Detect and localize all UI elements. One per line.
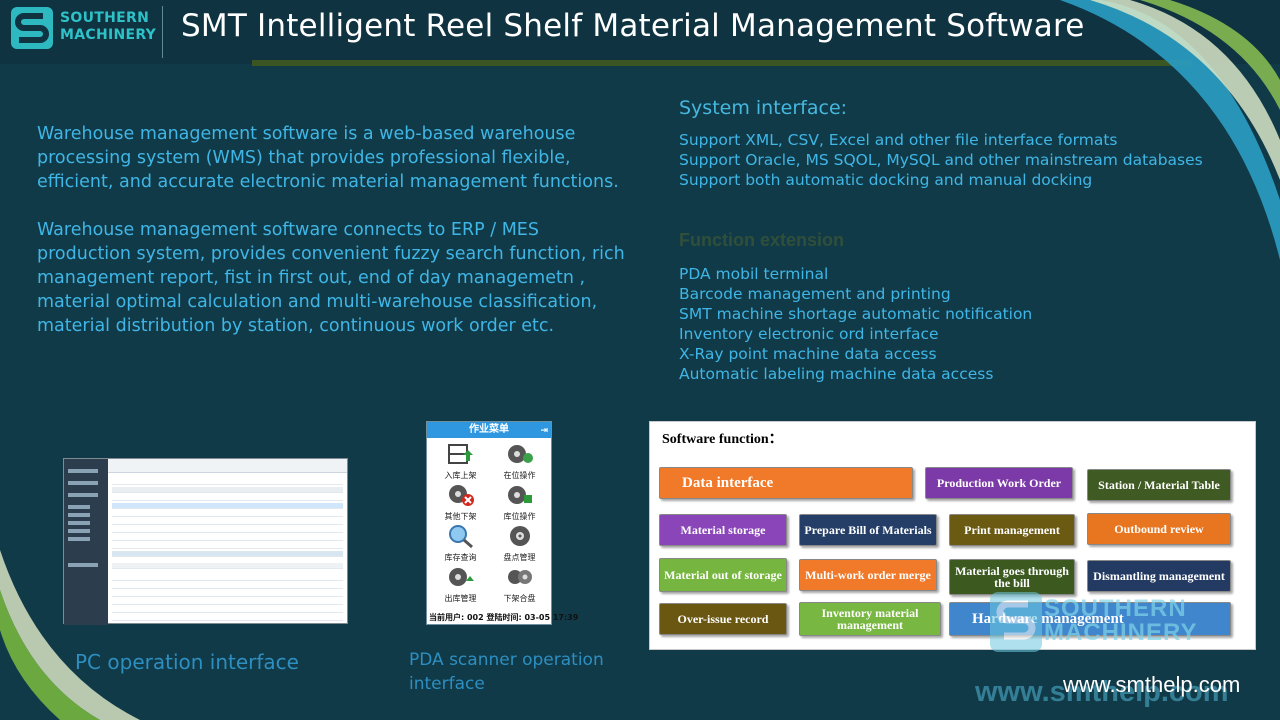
pda-caption: PDA scanner operation interface: [409, 650, 604, 694]
reel-location-icon: [507, 486, 532, 504]
module-multi-work-order-merge: Multi-work order merge: [799, 559, 937, 591]
pda-status-bar: 当前用户: 002 登陆时间: 03-05 17:39: [429, 613, 579, 622]
list-item: Barcode management and printing: [679, 285, 951, 303]
pda-menu-grid: 入库上架 在位操作 其他下架 库位操作 库存查询 盘点管理 出库管理 下架合盘: [435, 442, 545, 603]
pda-header-title: 作业菜单: [469, 424, 509, 435]
pda-menu-item[interactable]: 其他下架: [435, 483, 486, 521]
list-item: Support both automatic docking and manua…: [679, 171, 1093, 189]
module-prepare-bill-of-materials: Prepare Bill of Materials: [799, 514, 937, 546]
header-accent-bar: [252, 60, 1192, 66]
list-item: Automatic labeling machine data access: [679, 365, 994, 383]
pda-menu-item[interactable]: 下架合盘: [494, 565, 545, 603]
module-material-storage: Material storage: [659, 514, 787, 546]
pda-header: 作业菜单 ⇥: [427, 422, 551, 438]
reel-ops-icon: [507, 445, 533, 463]
module-inventory-material-management: Inventory material management: [799, 602, 941, 636]
reel-shelf-in-icon: [447, 444, 473, 464]
list-item: Support Oracle, MS SQOL, MySQL and other…: [679, 151, 1203, 169]
list-item: Inventory electronic ord interface: [679, 325, 939, 343]
module-outbound-review: Outbound review: [1087, 513, 1231, 545]
pc-interface-screenshot: [63, 458, 348, 625]
pc-toolbar: [108, 459, 347, 473]
southern-machinery-logo: SOUTHERN MACHINERY: [10, 6, 160, 50]
pda-menu-item[interactable]: 库位操作: [494, 483, 545, 521]
reel-merge-icon: [507, 570, 532, 584]
system-interface-list: Support XML, CSV, Excel and other file i…: [679, 130, 1203, 190]
footer-url[interactable]: www.smthelp.com: [1063, 672, 1241, 697]
function-extension-list: PDA mobil terminal Barcode management an…: [679, 264, 1032, 384]
sm-logo-icon: [11, 7, 53, 49]
pda-menu-item[interactable]: 入库上架: [435, 442, 486, 480]
module-data-interface: Data interface: [659, 467, 913, 499]
header-divider: [162, 6, 163, 58]
list-item: PDA mobil terminal: [679, 265, 829, 283]
watermark-logo-icon: [990, 592, 1042, 652]
intro-paragraph-2: Warehouse management software connects t…: [37, 220, 625, 336]
header: SOUTHERN MACHINERY SMT Intelligent Reel …: [0, 0, 1280, 64]
footer-url-shadow: www.smthelp.com: [975, 676, 1229, 708]
magnifier-icon: [448, 525, 473, 549]
module-print-management: Print management: [949, 514, 1075, 546]
pda-interface-screenshot: 作业菜单 ⇥ 入库上架 在位操作 其他下架 库位操作 库存查询 盘点管理: [426, 421, 578, 625]
intro-text: Warehouse management software is a web-b…: [37, 122, 637, 362]
function-extension-heading: Function extension: [679, 230, 845, 250]
module-material-goes-through-the-bill: Material goes through the bill: [949, 559, 1075, 595]
decorative-swoosh-top-right: [1060, 0, 1280, 260]
reel-stocktake-icon: [509, 526, 530, 546]
module-over-issue-record: Over-issue record: [659, 603, 787, 635]
exit-icon[interactable]: ⇥: [540, 426, 548, 436]
pda-menu-item[interactable]: 出库管理: [435, 565, 486, 603]
software-function-panel: Software function： Data interface Produc…: [649, 421, 1256, 650]
decorative-swoosh-bottom-left: [0, 550, 140, 720]
list-item: Support XML, CSV, Excel and other file i…: [679, 131, 1118, 149]
logo-line2: MACHINERY: [60, 27, 157, 43]
software-function-title: Software function：: [662, 432, 783, 447]
page-title: SMT Intelligent Reel Shelf Material Mana…: [181, 8, 1085, 44]
pda-menu-item[interactable]: 盘点管理: [494, 524, 545, 562]
logo-line1: SOUTHERN: [60, 10, 150, 26]
list-item: X-Ray point machine data access: [679, 345, 937, 363]
system-interface-heading: System interface:: [679, 97, 848, 119]
reel-remove-icon: [448, 485, 474, 506]
pc-sidebar: [64, 459, 108, 625]
module-material-out-of-storage: Material out of storage: [659, 558, 787, 592]
pda-menu-item[interactable]: 库存查询: [435, 524, 486, 562]
module-production-work-order: Production Work Order: [925, 467, 1073, 499]
module-station-material-table: Station / Material Table: [1087, 469, 1231, 501]
module-dismantling-management: Dismantling management: [1087, 560, 1231, 592]
reel-out-icon: [448, 568, 474, 586]
watermark-text: SOUTHERN MACHINERY: [1044, 595, 1198, 646]
list-item: SMT machine shortage automatic notificat…: [679, 305, 1033, 323]
intro-paragraph-1: Warehouse management software is a web-b…: [37, 124, 619, 192]
pc-caption: PC operation interface: [75, 650, 299, 674]
pda-menu-item[interactable]: 在位操作: [494, 442, 545, 480]
